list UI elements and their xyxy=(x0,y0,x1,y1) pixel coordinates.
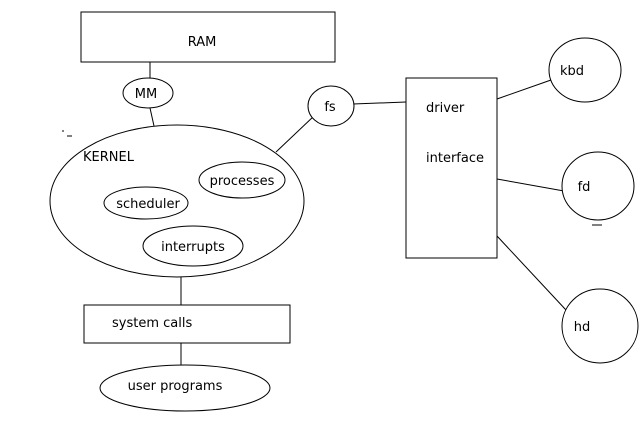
edge-driver-fd xyxy=(496,178,565,192)
fs-label: fs xyxy=(324,100,336,115)
kbd-node: kbd xyxy=(548,37,622,103)
fd-label: fd xyxy=(578,180,591,195)
user-programs-node: user programs xyxy=(99,364,271,412)
scheduler-label: scheduler xyxy=(116,197,180,212)
interrupts-node: interrupts xyxy=(142,225,244,267)
ram-label: RAM xyxy=(188,35,217,50)
processes-node: processes xyxy=(198,161,286,199)
system-calls-node: system calls xyxy=(83,304,291,344)
processes-label: processes xyxy=(210,174,275,189)
driver-label: driver xyxy=(426,101,465,116)
interrupts-label: interrupts xyxy=(161,240,225,255)
edge-kernel-fs xyxy=(275,115,315,153)
kernel-label: KERNEL xyxy=(83,150,135,165)
edge-driver-kbd xyxy=(496,79,552,100)
user-programs-label: user programs xyxy=(128,379,223,394)
edge-mm-kernel xyxy=(149,107,155,127)
fs-node: fs xyxy=(307,85,355,127)
scheduler-node: scheduler xyxy=(103,186,189,220)
mm-label: MM xyxy=(135,87,157,102)
edge-fs-driver xyxy=(352,101,407,105)
hd-label: hd xyxy=(574,320,591,335)
fd-node: fd xyxy=(561,151,635,221)
kbd-label: kbd xyxy=(560,64,584,79)
system-calls-label: system calls xyxy=(112,316,192,331)
ram-node: RAM xyxy=(80,11,336,63)
edge-driver-hd xyxy=(496,235,567,311)
hd-node: hd xyxy=(561,288,639,364)
interface-label: interface xyxy=(426,151,484,166)
mm-node: MM xyxy=(122,77,174,109)
driver-interface-node: driver interface xyxy=(405,77,498,259)
